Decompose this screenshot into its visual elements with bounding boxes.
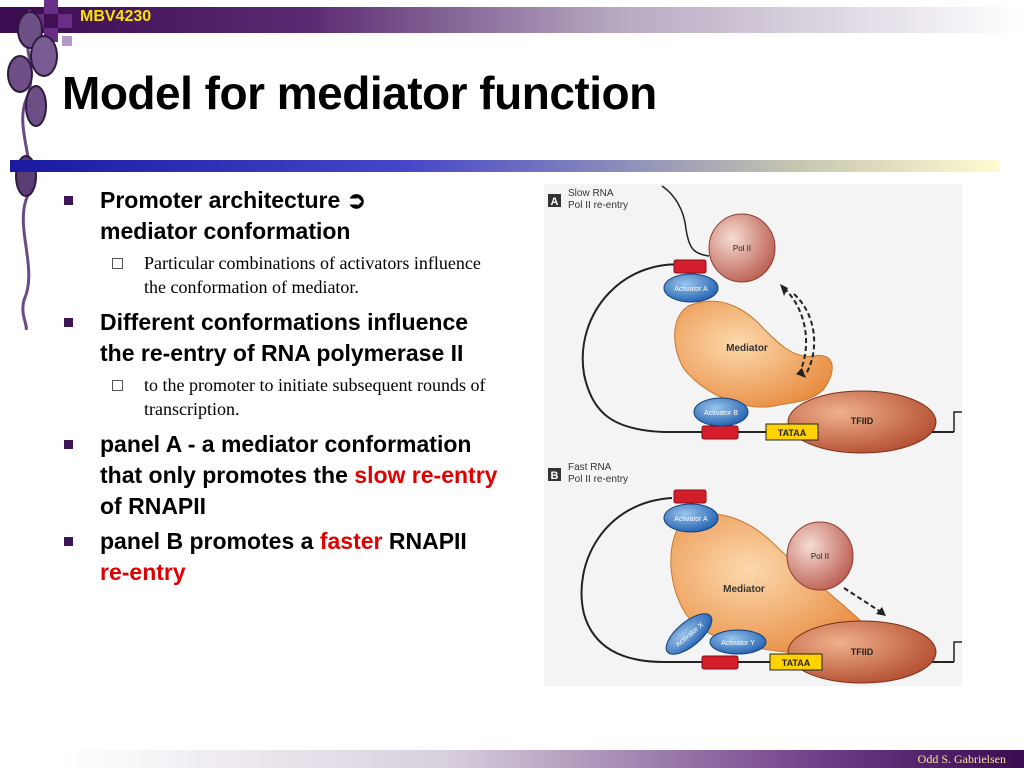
panel-a-letter: A <box>551 196 559 208</box>
panel-b-start-arrow <box>953 641 962 662</box>
panel-a-reentry-arrow <box>783 287 807 373</box>
panel-b-activator-a <box>663 503 719 533</box>
panel-a-dna-loop <box>581 263 954 433</box>
bullet-list: Promoter architecture ➲ mediator conform… <box>62 185 502 592</box>
panel-b-activator-y-label: Activator Y <box>721 640 755 647</box>
panel-b-activator-x <box>665 613 713 655</box>
panel-a: A Slow RNA Pol II re-entry Pol II Mediat… <box>548 185 962 454</box>
panel-a-enhancer-box <box>673 259 707 274</box>
mediator-model-figure: A Slow RNA Pol II re-entry Pol II Mediat… <box>544 184 962 686</box>
panel-b-letter-box <box>548 468 561 481</box>
bottom-banner <box>60 750 1024 768</box>
panel-a-arrowhead-down <box>796 368 806 378</box>
bullet-panel-b: panel B promotes a faster RNAPII re-entr… <box>62 526 502 588</box>
panel-a-mediator-label: Mediator <box>726 343 768 354</box>
panel-b-mediator-label: Mediator <box>723 584 765 595</box>
panel-a-caption-l2: Pol II re-entry <box>568 200 628 211</box>
panel-b-tataa-label: TATAA <box>782 658 811 668</box>
bullet-different-conformations: Different conformations influence the re… <box>62 307 502 369</box>
subbullet-marker <box>112 258 123 269</box>
course-code: MBV4230 <box>80 8 152 25</box>
panel-a-tfiid-label: TFIID <box>851 416 874 426</box>
panel-b-promoter-box <box>701 655 739 670</box>
top-banner <box>0 7 1024 33</box>
bullet-marker <box>64 318 73 327</box>
title-divider <box>10 160 1000 172</box>
panel-b: B Fast RNA Pol II re-entry Mediator Acti… <box>548 462 962 684</box>
panel-b-tfiid <box>787 620 937 684</box>
subbullet-activator-combinations: Particular combinations of activators in… <box>62 251 502 299</box>
panel-b-caption-l2: Pol II re-entry <box>568 474 628 485</box>
vine-decoration <box>7 9 58 330</box>
panel-a-tataa-box <box>765 423 819 441</box>
panel-a-letter-box <box>548 194 561 207</box>
panel-a-activator-a-label: Activator A <box>674 286 708 293</box>
panel-a-rna-strand <box>661 185 710 257</box>
bullet-promoter-architecture: Promoter architecture ➲ mediator conform… <box>62 185 502 247</box>
panel-a-activator-b-label: Activator B <box>704 410 738 417</box>
panel-a-pol2 <box>708 213 776 283</box>
panel-a-activator-b <box>693 397 749 427</box>
panel-b-tfiid-label: TFIID <box>851 647 874 657</box>
slide-title: Model for mediator function <box>62 67 657 119</box>
panel-b-letter: B <box>551 470 559 482</box>
panel-a-start-arrow <box>953 411 962 432</box>
panel-b-tataa-box <box>769 653 823 671</box>
bullet-panel-a: panel A - a mediator conformation that o… <box>62 429 502 522</box>
panel-b-reentry-arrow <box>843 587 885 615</box>
subbullet-marker <box>112 380 123 391</box>
panel-a-reentry-arrow-2 <box>793 293 816 375</box>
bullet-marker <box>64 196 73 205</box>
panel-a-tataa-label: TATAA <box>778 428 807 438</box>
bullet-marker <box>64 440 73 449</box>
arrow-icon: ➲ <box>346 187 366 213</box>
panel-a-pol2-label: Pol II <box>733 244 751 253</box>
author-name: Odd S. Gabrielsen <box>917 752 1006 766</box>
panel-a-tfiid <box>787 390 937 454</box>
panel-a-mediator <box>674 300 833 408</box>
panel-b-activator-y <box>709 629 767 655</box>
panel-a-arrowhead-up <box>780 284 788 296</box>
panel-b-pol2 <box>786 521 854 591</box>
panel-b-caption-l1: Fast RNA <box>568 462 612 473</box>
panel-b-enhancer-box <box>673 489 707 504</box>
panel-b-activator-a-label: Activator A <box>674 516 708 523</box>
subbullet-promoter-reentry: to the promoter to initiate subsequent r… <box>62 373 502 421</box>
bullet-marker <box>64 537 73 546</box>
panel-a-caption-l1: Slow RNA <box>568 188 614 199</box>
panel-b-dna-loop <box>580 497 954 663</box>
panel-b-pol2-label: Pol II <box>811 552 829 561</box>
panel-b-arrowhead <box>876 607 886 616</box>
panel-a-activator-a <box>663 273 719 303</box>
panel-a-promoter-box <box>701 425 739 440</box>
